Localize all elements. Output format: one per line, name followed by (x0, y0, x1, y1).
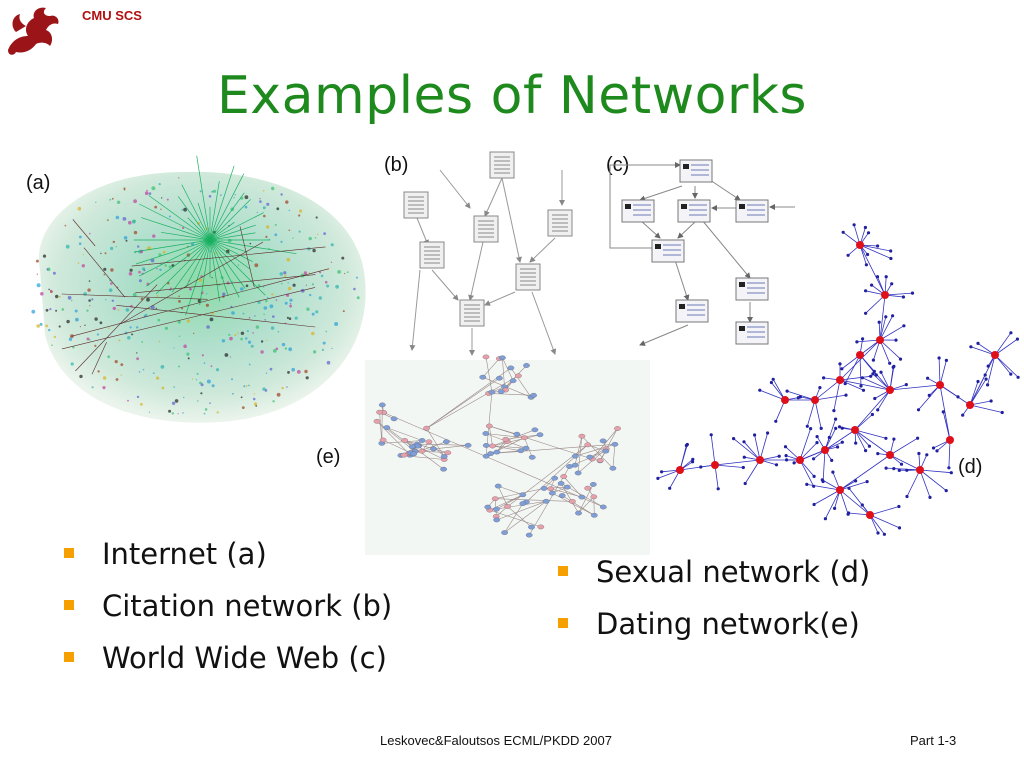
square-bullet-icon (64, 652, 74, 662)
square-bullet-icon (558, 618, 568, 628)
bullet-list-left: Internet (a) Citation network (b) World … (64, 532, 392, 688)
bullet-text: Citation network (b) (102, 589, 393, 623)
panel-label-a: (a) (26, 172, 51, 194)
page-title: Examples of Networks (216, 66, 808, 126)
bullet-item: Internet (a) (64, 532, 392, 584)
dating-network-image (365, 354, 650, 555)
internet-network-image (31, 155, 366, 423)
panel-label-d: (d) (958, 456, 983, 478)
sexual-network-image (656, 223, 1020, 536)
bullet-text: Sexual network (d) (596, 555, 871, 589)
footer-page-number: Part 1-3 (910, 733, 957, 748)
bullet-text: Dating network(e) (596, 607, 860, 641)
www-network-image (609, 159, 795, 346)
dragon-logo-icon (8, 7, 59, 55)
square-bullet-icon (64, 600, 74, 610)
panel-label-e: (e) (316, 446, 341, 468)
square-bullet-icon (64, 548, 74, 558)
org-label: CMU SCS (82, 8, 142, 23)
bullet-text: Internet (a) (102, 537, 267, 571)
panel-label-b: (b) (384, 154, 409, 176)
citation-network-image (403, 151, 573, 356)
footer-citation: Leskovec&Faloutsos ECML/PKDD 2007 (380, 733, 612, 748)
bullet-item: Sexual network (d) (558, 550, 870, 602)
bullet-text: World Wide Web (c) (102, 641, 387, 675)
square-bullet-icon (558, 566, 568, 576)
bullet-item: Dating network(e) (558, 602, 870, 654)
bullet-list-right: Sexual network (d) Dating network(e) (558, 550, 870, 654)
bullet-item: World Wide Web (c) (64, 636, 392, 688)
bullet-item: Citation network (b) (64, 584, 392, 636)
